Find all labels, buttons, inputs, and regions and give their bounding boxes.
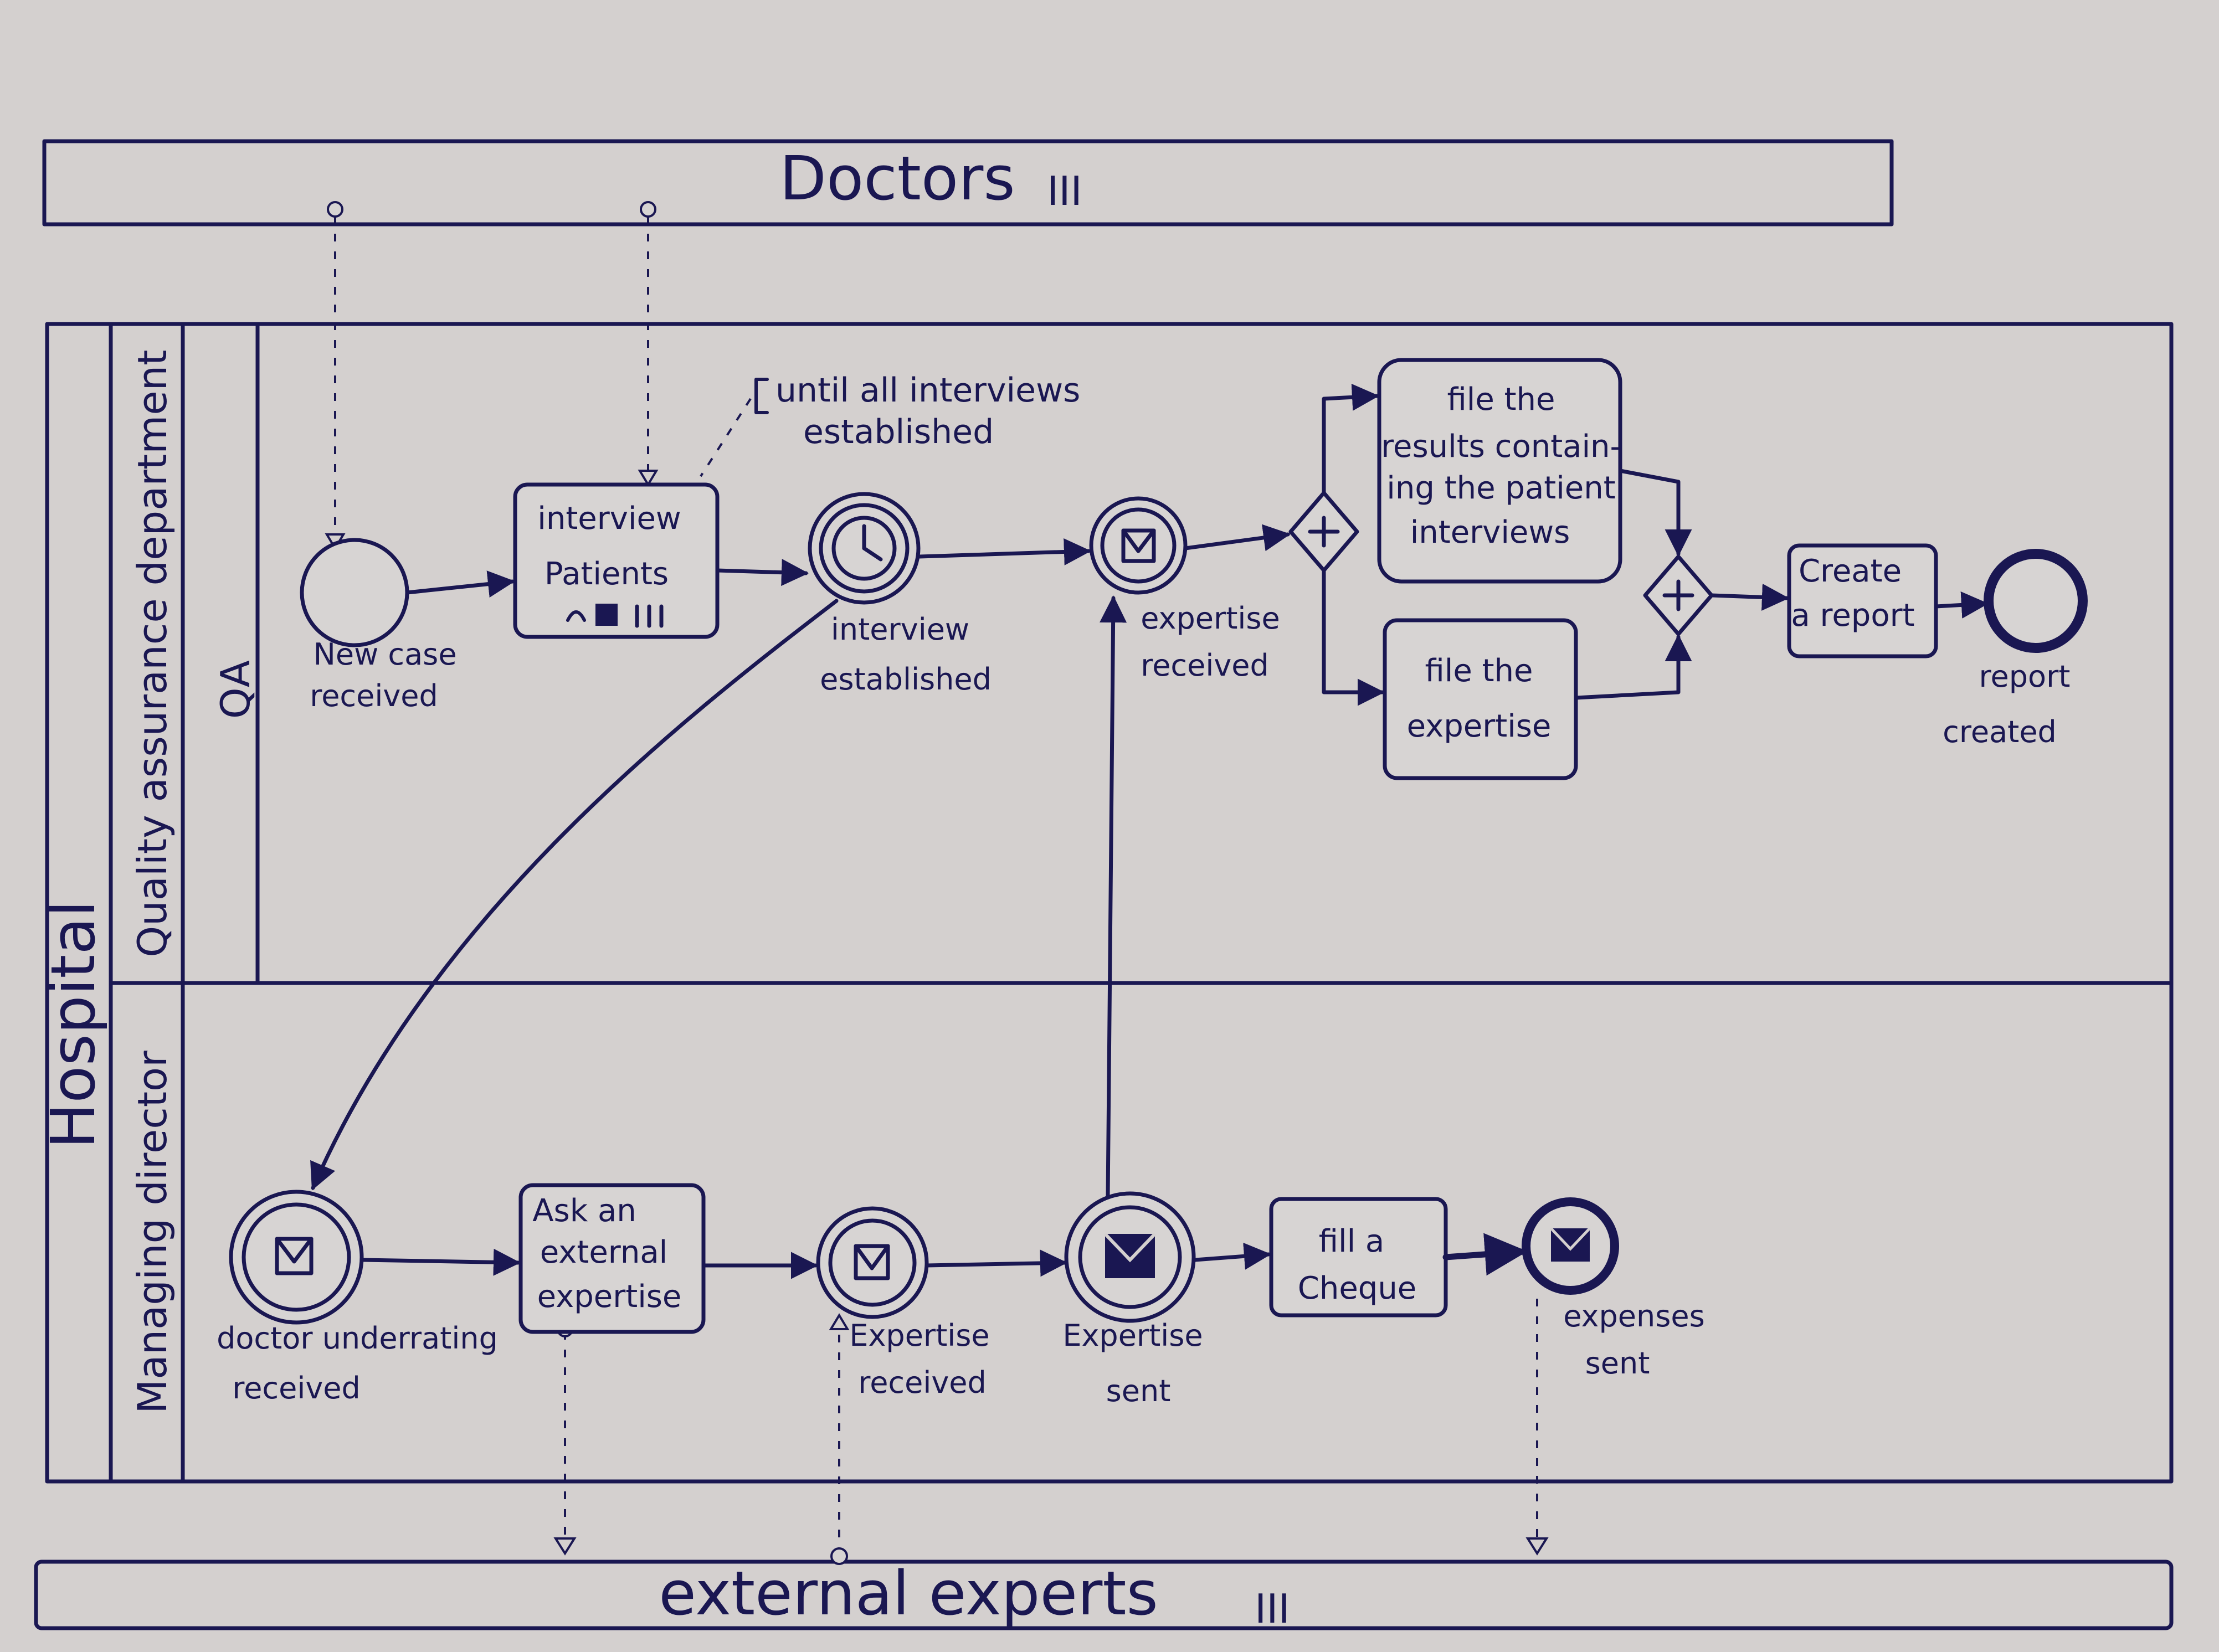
flow-expertise-sent-to-qa: [1100, 595, 1127, 1198]
external-experts-pool: external experts III: [34, 1558, 2174, 1632]
svg-text:expertise: expertise: [537, 1279, 682, 1315]
svg-text:Create: Create: [1799, 553, 1902, 589]
svg-text:received: received: [310, 678, 438, 713]
external-pool-label: external experts: [659, 1558, 1158, 1629]
clock-icon: [831, 516, 897, 581]
svg-text:interview: interview: [537, 501, 681, 537]
flow-split-to-file-results: [1322, 383, 1379, 495]
doctors-multi-instance-marker: III: [1047, 168, 1082, 214]
flow-timer-to-doctor-underrating: [310, 599, 839, 1191]
fill-cheque-task: fill a Cheque: [1269, 1197, 1448, 1318]
sequence-flows: [310, 383, 1989, 1279]
svg-text:established: established: [820, 662, 992, 697]
ask-external-expertise-task: Ask an external expertise: [518, 1183, 706, 1334]
qa-lane: Quality assurance department QA: [109, 322, 2174, 985]
md-lane-label: Managing director: [129, 1051, 176, 1414]
managing-director-lane: Managing director: [129, 1051, 176, 1414]
flow-cheque-to-expenses: [1442, 1233, 1528, 1276]
svg-text:file the: file the: [1425, 653, 1533, 689]
flow-file-expertise-to-join: [1574, 634, 1692, 700]
flow-expertise-received-to-sent: [924, 1249, 1067, 1277]
svg-text:Cheque: Cheque: [1298, 1270, 1417, 1306]
external-multi-instance-marker: III: [1255, 1586, 1290, 1632]
file-results-task: file the results contain- ing the patien…: [1377, 358, 1622, 584]
svg-text:a report: a report: [1791, 598, 1914, 634]
expertise-received-message-event: expertise received: [1089, 496, 1280, 683]
svg-text:sent: sent: [1585, 1346, 1650, 1381]
svg-text:received: received: [232, 1371, 361, 1406]
svg-text:doctor underrating: doctor underrating: [217, 1321, 498, 1356]
qa-sublane-label: QA: [212, 660, 259, 719]
flow-sent-to-cheque: [1193, 1242, 1271, 1270]
flow-underrating-to-ask: [361, 1248, 521, 1276]
flow-split-to-file-expertise: [1322, 568, 1385, 706]
svg-text:Expertise: Expertise: [1062, 1318, 1203, 1353]
flow-file-results-to-join: [1618, 469, 1692, 557]
svg-text:fill a: fill a: [1319, 1223, 1385, 1259]
envelope-icon: [1121, 528, 1156, 563]
flow-start-to-interview: [405, 570, 515, 598]
svg-text:sent: sent: [1106, 1373, 1171, 1408]
svg-text:expenses: expenses: [1563, 1299, 1704, 1334]
flow-timer-to-expertise: [917, 538, 1091, 565]
parallel-gateway-split: [1288, 491, 1359, 573]
svg-text:ing the patient: ing the patient: [1386, 470, 1615, 506]
svg-text:file the: file the: [1447, 382, 1555, 418]
svg-text:expertise: expertise: [1407, 708, 1552, 744]
marker-icon: [595, 604, 618, 626]
loop-marker-icon: [566, 610, 586, 622]
svg-text:created: created: [1943, 714, 2057, 749]
qa-lane-label: Quality assurance department: [129, 349, 176, 957]
svg-text:external: external: [540, 1234, 667, 1270]
expertise-received-md-message-event: Expertise received: [816, 1206, 990, 1400]
svg-text:interviews: interviews: [1410, 514, 1570, 550]
hospital-pool: Hospital: [38, 322, 2174, 1484]
doctors-pool-label: Doctors: [779, 143, 1015, 214]
svg-text:New case: New case: [313, 637, 456, 672]
envelope-icon: [854, 1244, 890, 1280]
svg-text:interview: interview: [831, 612, 969, 647]
svg-text:Patients: Patients: [545, 556, 669, 592]
new-case-start-event: New case received: [300, 538, 457, 713]
annotation-line-2: established: [803, 413, 994, 451]
flow-join-to-report: [1709, 583, 1789, 611]
interview-patients-task: interview Patients: [513, 482, 720, 639]
svg-text:report: report: [1979, 659, 2071, 694]
envelope-icon: [275, 1237, 314, 1275]
svg-text:Expertise: Expertise: [849, 1318, 989, 1353]
svg-text:Ask an: Ask an: [532, 1193, 636, 1229]
text-annotation: until all interviews established: [700, 371, 1080, 477]
report-created-end-event: report created: [1943, 549, 2088, 749]
svg-text:received: received: [858, 1365, 987, 1400]
svg-text:received: received: [1141, 648, 1269, 683]
annotation-line-1: until all interviews: [775, 371, 1080, 410]
hospital-pool-label: Hospital: [38, 900, 109, 1149]
doctors-pool: Doctors III: [42, 139, 1894, 227]
interview-established-timer-event: interview established: [808, 492, 992, 697]
flow-expertise-to-split: [1183, 524, 1291, 552]
file-expertise-task: file the expertise: [1383, 618, 1578, 780]
parallel-gateway-join: [1643, 554, 1714, 636]
svg-text:expertise: expertise: [1141, 601, 1280, 636]
doctor-underrating-message-event: doctor underrating received: [217, 1190, 498, 1406]
flow-interview-to-timer: [715, 559, 809, 586]
expertise-sent-throw-event: Expertise sent: [1062, 1191, 1203, 1408]
expenses-sent-end-event: expenses sent: [1522, 1197, 1705, 1381]
flow-report-to-end: [1934, 591, 1989, 619]
create-report-task: Create a report: [1787, 543, 1938, 658]
svg-text:results contain-: results contain-: [1381, 429, 1621, 465]
